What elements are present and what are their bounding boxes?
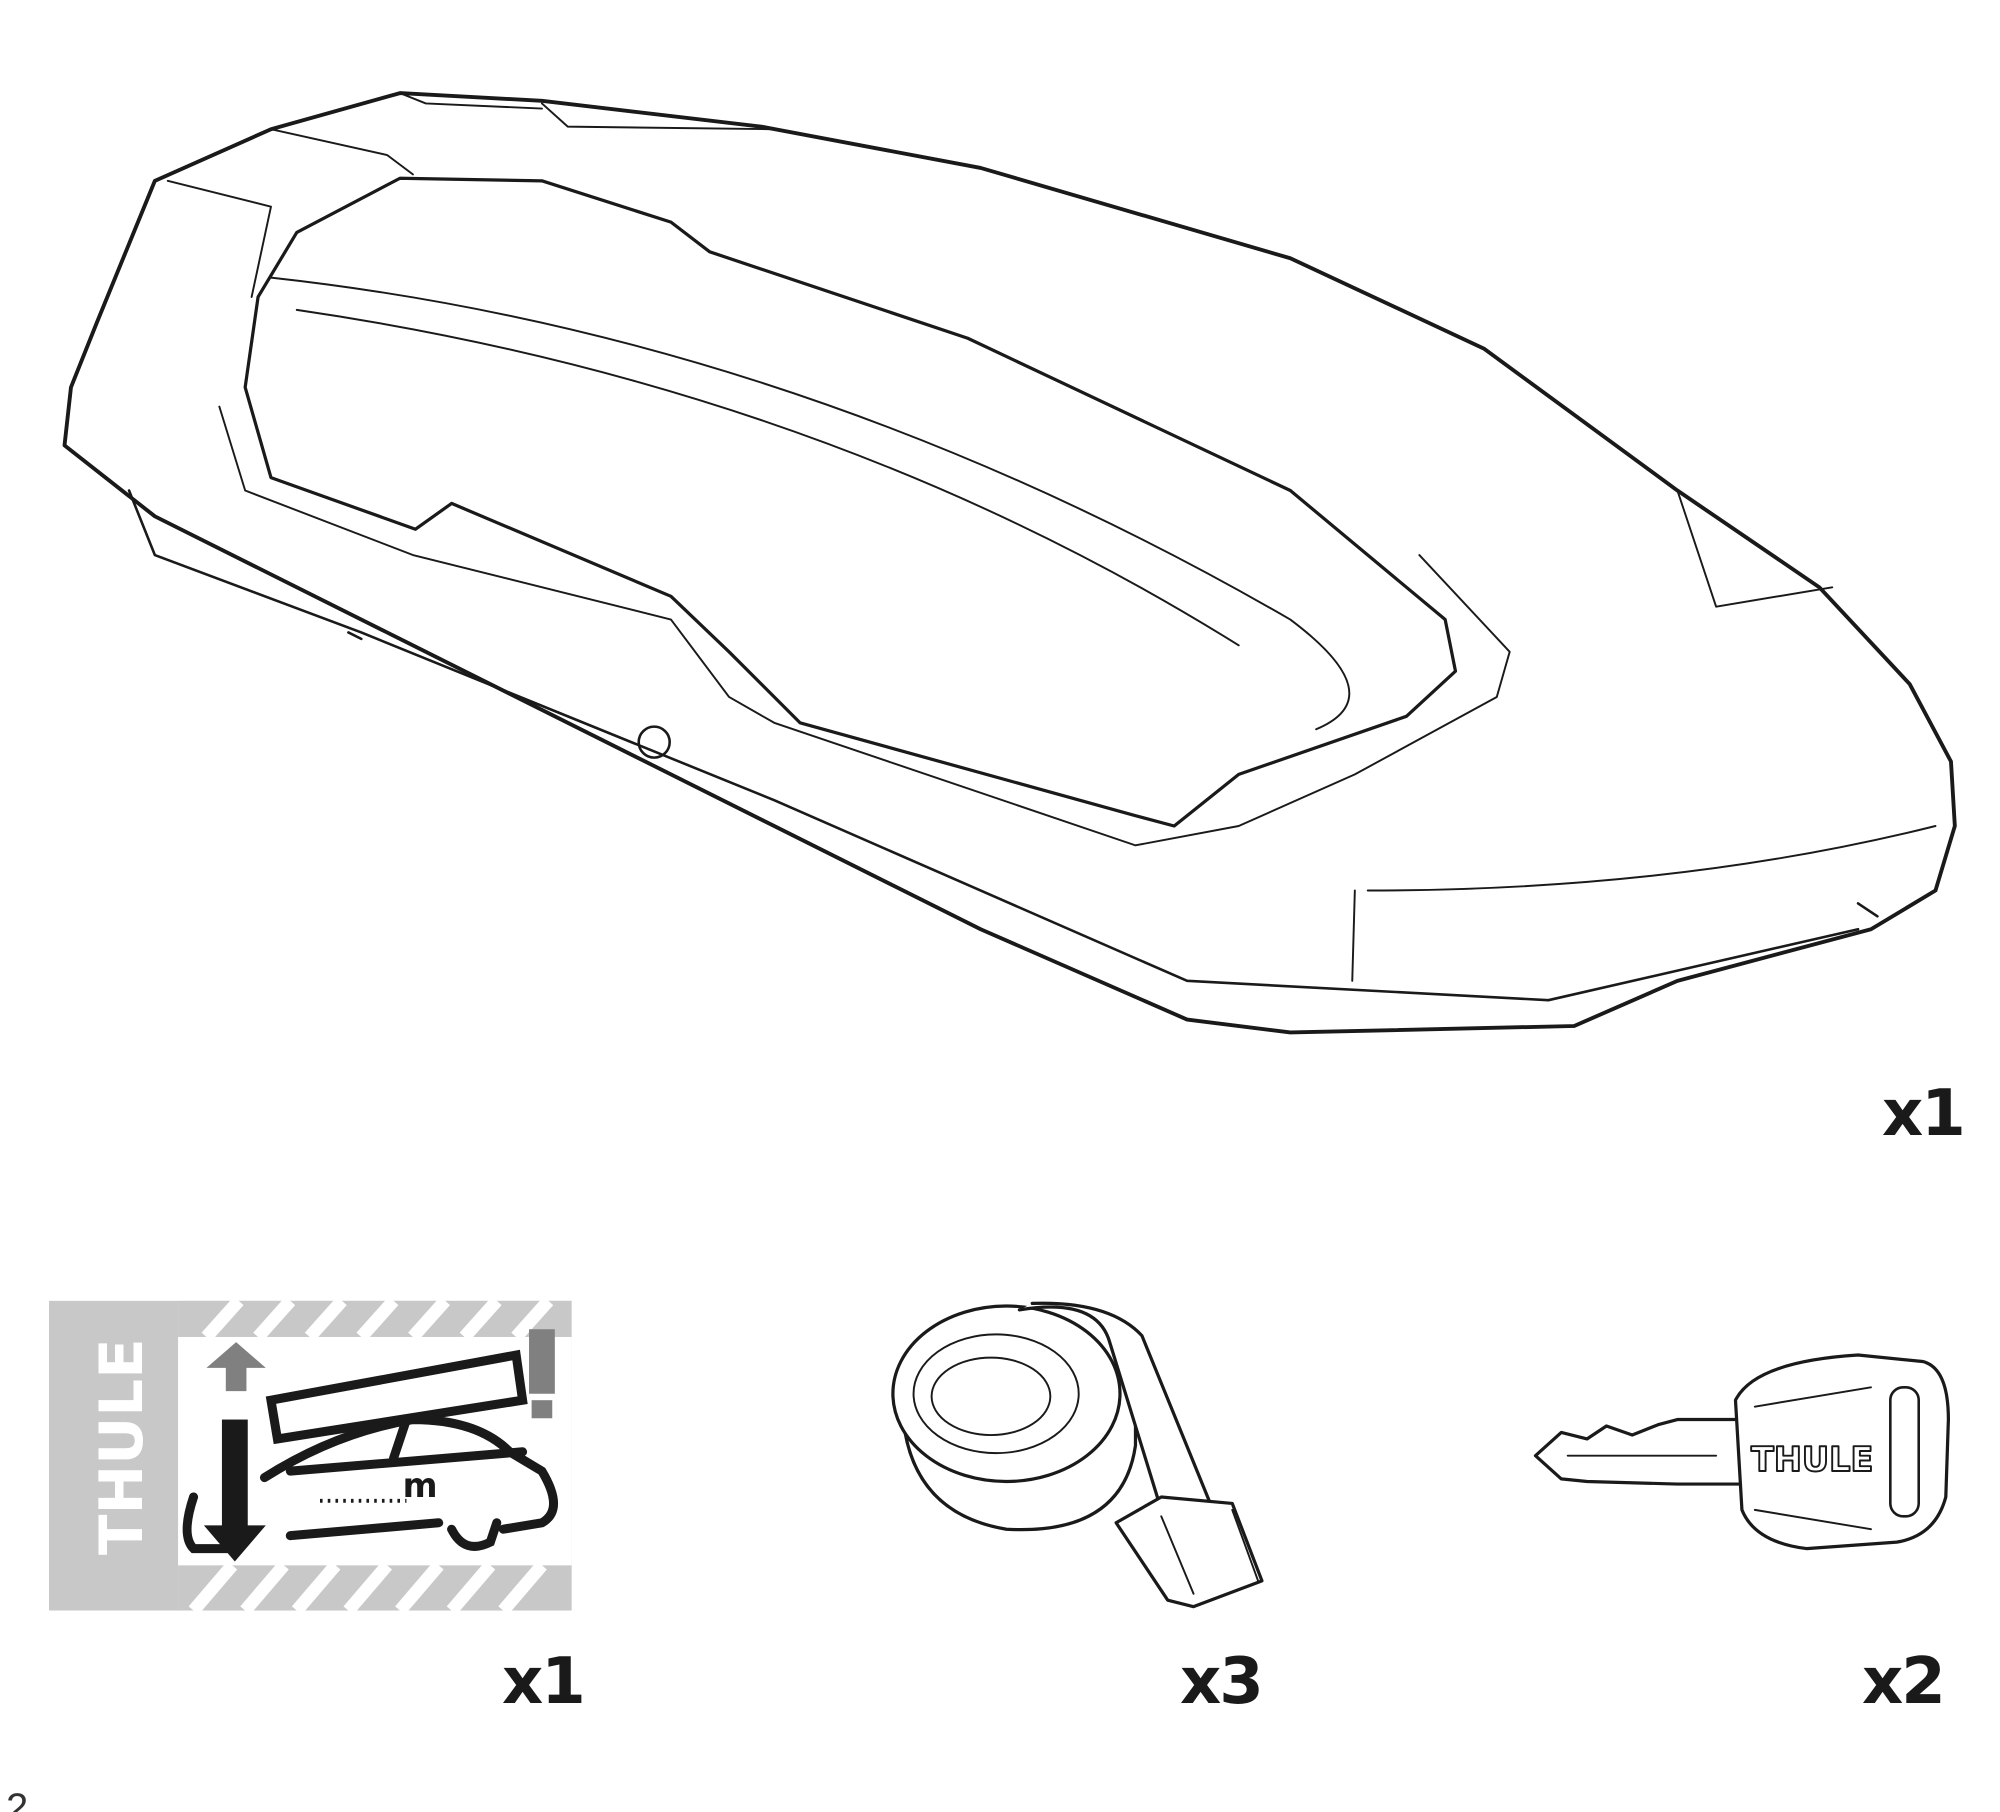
sticker-height-label: m [403,1466,438,1505]
svg-text:THULE: THULE [87,1338,156,1555]
svg-text:THULE: THULE [1751,1440,1873,1479]
strap-drawing [891,1301,1264,1609]
roof-box-drawing [62,91,1957,1035]
page-number: 2 [6,1786,29,1812]
height-warning-sticker: THULE m [49,1296,572,1615]
key-drawing: THULE [1533,1353,1950,1551]
strap-quantity: x3 [1180,1645,1264,1719]
key-quantity: x2 [1862,1645,1946,1719]
roof-box-quantity: x1 [1882,1077,1966,1151]
sticker-quantity: x1 [502,1645,586,1719]
